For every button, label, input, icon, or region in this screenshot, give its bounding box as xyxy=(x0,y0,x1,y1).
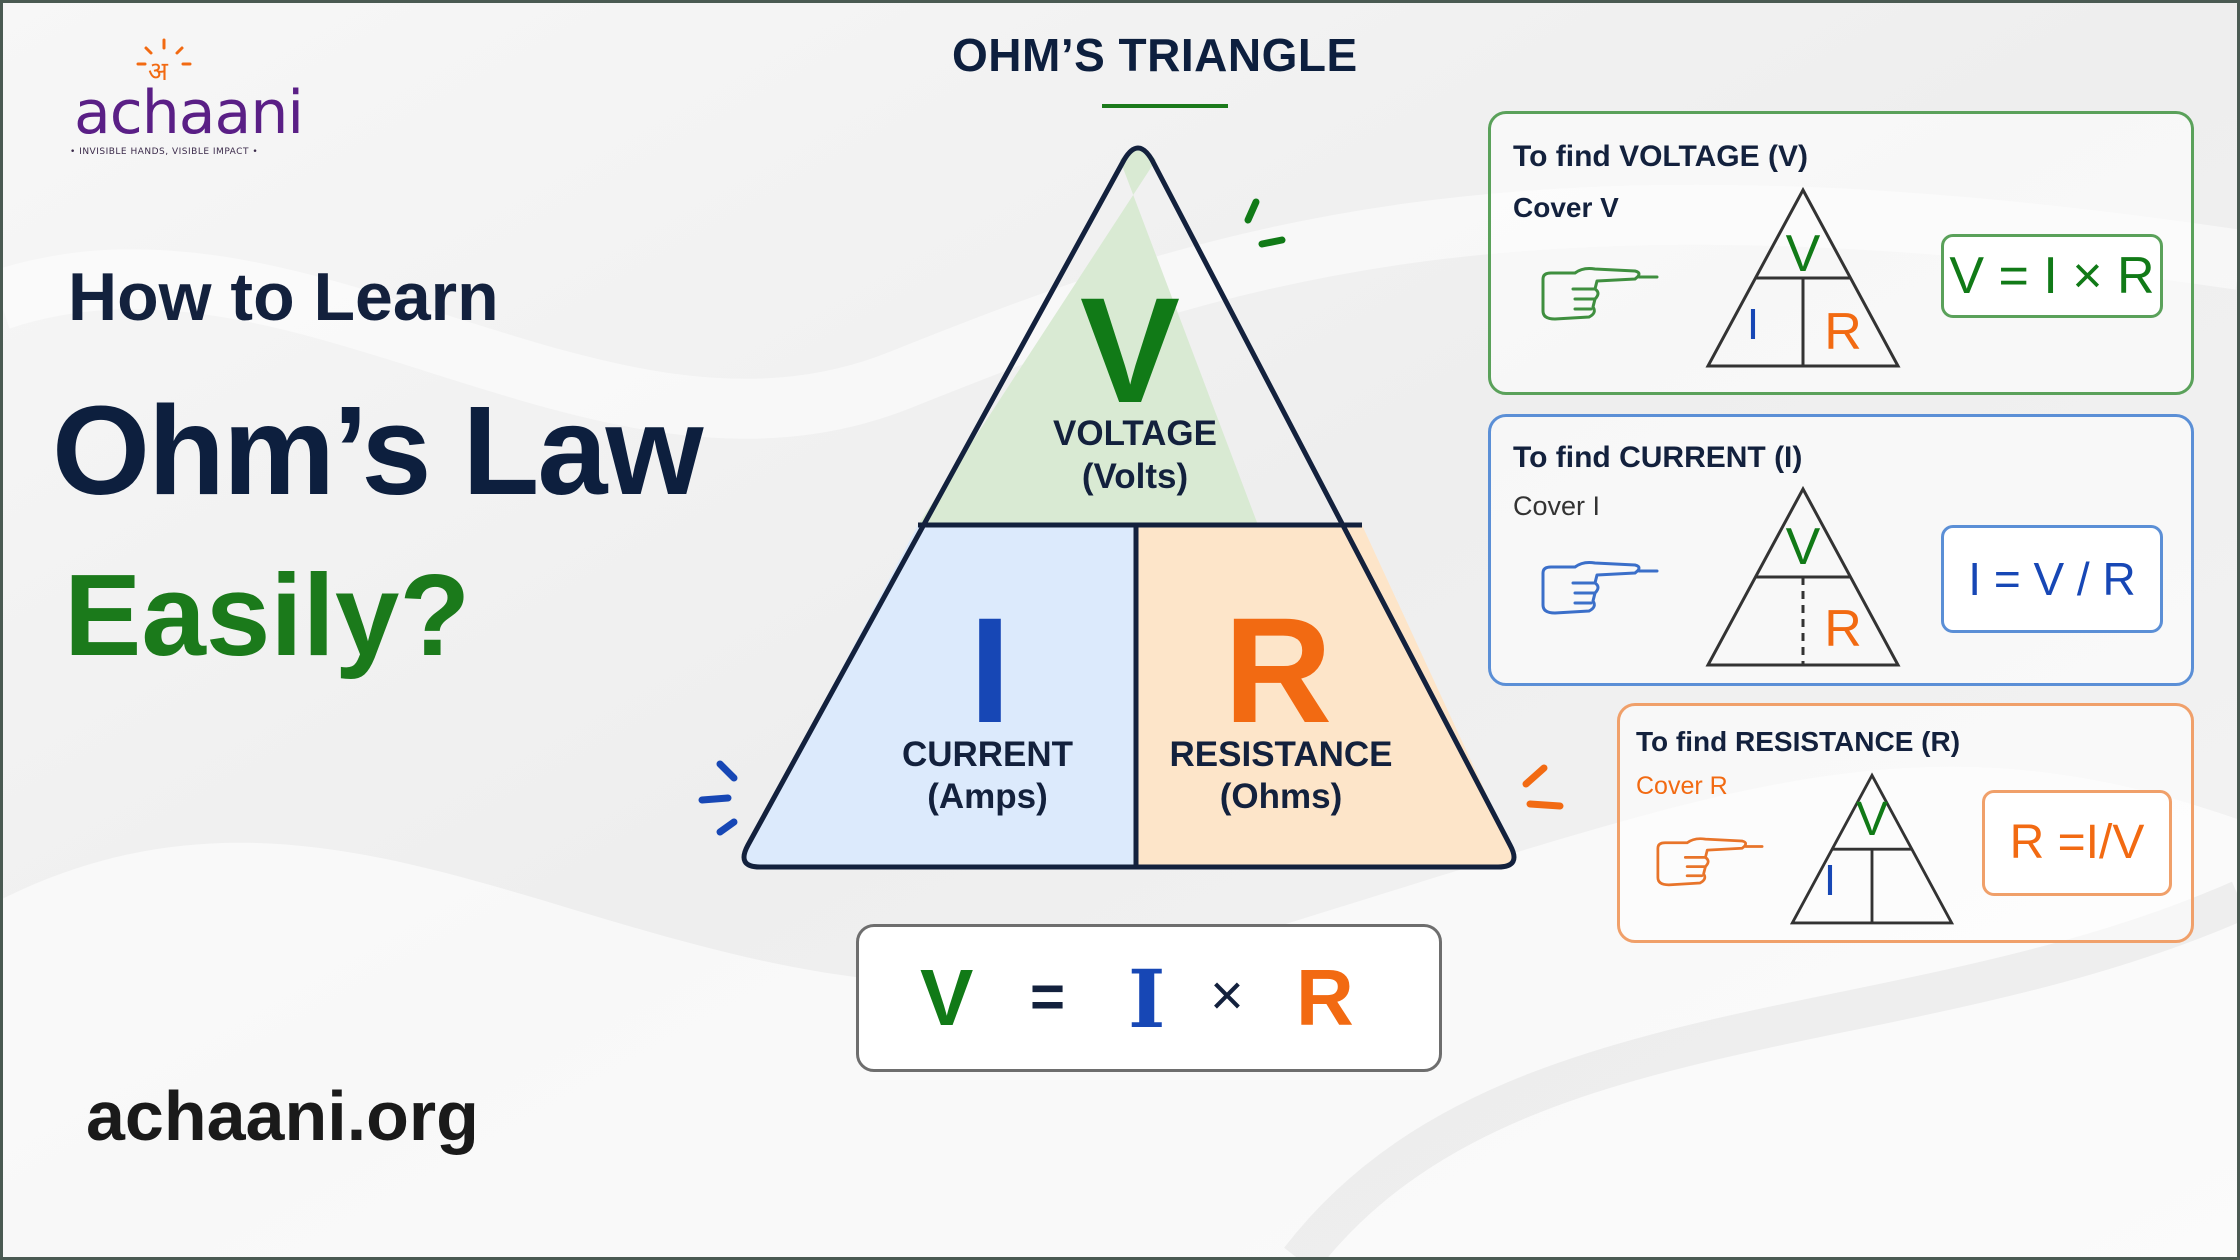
voltage-unit: (Volts) xyxy=(1081,457,1189,496)
card-find-resistance: To find RESISTANCE (R) Cover R V I R =I/… xyxy=(1617,703,2194,943)
mini-top-letter: V xyxy=(1855,793,1888,846)
mini-top-letter: V xyxy=(1785,225,1821,283)
sparkle-icon xyxy=(698,760,738,836)
resistance-region xyxy=(1136,525,1514,867)
voltage-region xyxy=(918,149,1258,525)
pointing-hand-icon xyxy=(1656,837,1764,887)
formula-v: V xyxy=(920,953,974,1042)
resistance-letter: R xyxy=(1223,586,1333,754)
formula-r: R xyxy=(1296,953,1354,1042)
headline-line2: Ohm’s Law xyxy=(52,380,703,521)
resistance-unit: (Ohms) xyxy=(1219,777,1343,816)
logo-tagline: • INVISIBLE HANDS, VISIBLE IMPACT • xyxy=(70,147,259,157)
mini-triangle xyxy=(1705,186,1901,368)
pointing-hand-icon xyxy=(1541,267,1659,321)
current-label: CURRENT xyxy=(901,735,1074,774)
diagram-title: OHM’S TRIANGLE xyxy=(952,29,1358,81)
mini-right-letter: R xyxy=(1824,303,1862,361)
card-formula-box: R =I/V xyxy=(1982,790,2172,896)
card-formula: V = I × R xyxy=(1949,247,2155,305)
formula-equals: = xyxy=(1030,963,1066,1030)
headline-line3: Easily? xyxy=(64,550,471,680)
main-formula-box xyxy=(856,924,1442,1072)
headline-line1: How to Learn xyxy=(68,259,499,335)
sparkle-icon xyxy=(1522,764,1564,810)
card-formula-box: I = V / R xyxy=(1941,525,2163,633)
pointing-hand-icon xyxy=(1541,561,1659,615)
logo-mark: अ xyxy=(148,57,168,87)
ohms-triangle xyxy=(741,145,1517,870)
card-formula: R =I/V xyxy=(2009,816,2145,869)
mini-top-letter: V xyxy=(1785,518,1821,576)
mini-right-letter: R xyxy=(1824,600,1862,658)
current-region xyxy=(744,525,1136,867)
current-letter: I xyxy=(969,586,1011,754)
card-formula: I = V / R xyxy=(1968,553,2136,605)
card-subtitle: Cover V xyxy=(1513,192,1619,223)
voltage-letter: V xyxy=(1079,266,1181,434)
sparkle-icon xyxy=(1244,198,1286,248)
card-subtitle: Cover R xyxy=(1636,772,1728,800)
title-underline xyxy=(1102,104,1228,108)
current-unit: (Amps) xyxy=(927,777,1048,816)
formula-times: × xyxy=(1210,963,1244,1028)
mini-left-letter: I xyxy=(1823,856,1837,905)
card-formula-box: V = I × R xyxy=(1941,234,2163,318)
sun-icon xyxy=(136,38,192,66)
website-link[interactable]: achaani.org xyxy=(86,1077,479,1155)
card-title: To find VOLTAGE (V) xyxy=(1513,140,1808,173)
resistance-label: RESISTANCE xyxy=(1169,735,1393,774)
logo-wordmark: achaani xyxy=(74,78,304,148)
card-find-voltage: To find VOLTAGE (V) Cover V V I R V = I … xyxy=(1488,111,2194,395)
card-title: To find RESISTANCE (R) xyxy=(1636,726,1961,757)
formula-i: I xyxy=(1128,952,1166,1046)
card-find-current: To find CURRENT (I) Cover I V R I = V / … xyxy=(1488,414,2194,686)
mini-triangle xyxy=(1705,485,1901,667)
mini-triangle xyxy=(1789,772,1955,925)
voltage-label: VOLTAGE xyxy=(1053,414,1217,453)
mini-left-letter: I xyxy=(1746,300,1760,349)
card-subtitle: Cover I xyxy=(1513,491,1601,521)
card-title: To find CURRENT (I) xyxy=(1513,441,1803,474)
